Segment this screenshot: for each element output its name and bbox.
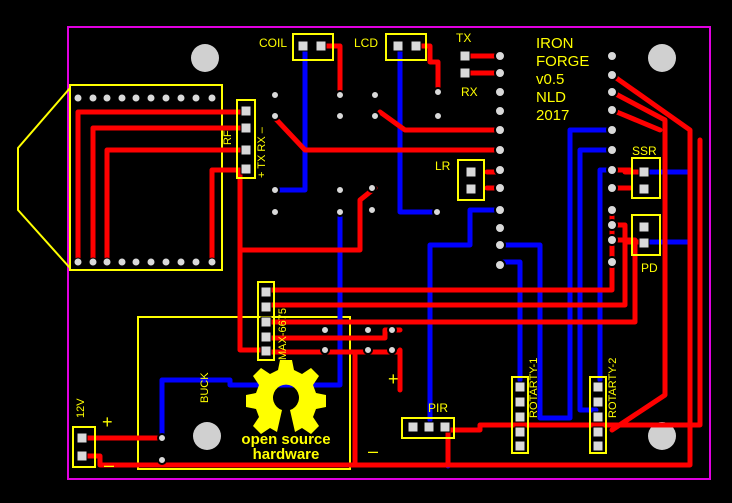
bottom-copper-traces [159,43,693,469]
oshw-gear-icon [246,360,326,434]
title-line-5: 2017 [536,107,570,124]
pir-label: PIR [428,401,449,415]
rf-pins-label: + TX RX – [256,127,268,178]
minus-12v-label: – [104,455,115,475]
title-line-2: FORGE [536,53,590,70]
top-copper-traces [75,43,703,468]
max6675-label: MAX-6675 [277,308,289,360]
lr-label: LR [435,159,451,173]
board-outline [67,26,711,480]
minus-buck-label: – [368,441,379,461]
mounting-hole-bottom-right [648,422,676,450]
coil-label: COIL [259,36,288,50]
oshw-line-2: hardware [252,446,320,463]
title-line-1: IRON [536,35,574,52]
title-line-4: NLD [536,89,567,106]
ssr-label: SSR [632,144,657,158]
rf-module-outline [17,84,223,271]
mounting-hole-bottom-left [193,422,221,450]
rotary2-label: ROTARTY-2 [607,357,619,418]
mcu-pads [157,50,618,465]
connector-outlines [72,33,661,468]
oshw-line-1: open source [241,431,331,448]
rx-label: RX [461,85,478,99]
buck-label: BUCK [199,372,211,403]
plus-12v-label: + [102,412,113,432]
mounting-hole-top-left [191,44,219,72]
pads [73,40,650,462]
oshw-logo-text: open source hardware [233,432,339,462]
v12-label: 12V [75,398,87,418]
rf-module-label: RF [222,130,234,145]
rotary1-label: ROTARTY-1 [528,357,540,418]
pd-label: PD [641,261,658,275]
lcd-label: LCD [354,36,379,50]
title-line-3: v0.5 [536,71,565,88]
tx-label: TX [456,31,472,45]
board-title: IRON FORGE v0.5 NLD 2017 [536,35,589,125]
buck-outline [137,316,351,470]
plus-buck-label: + [388,369,399,389]
mounting-hole-top-right [648,44,676,72]
